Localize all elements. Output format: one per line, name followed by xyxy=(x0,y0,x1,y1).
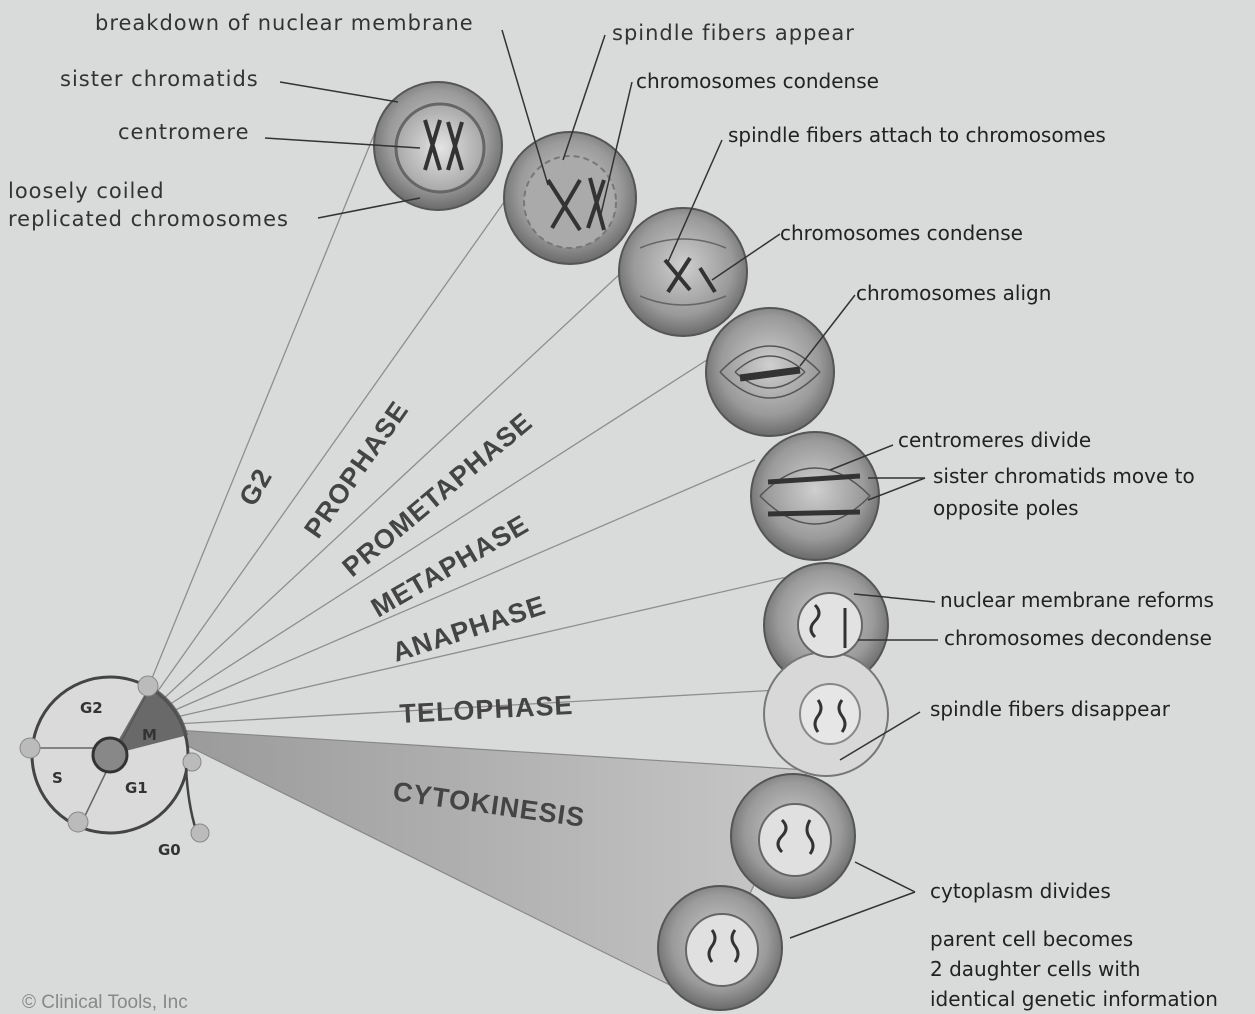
label-loosely-coiled: loosely coiled xyxy=(8,179,165,203)
label-chromosomes-align: chromosomes align xyxy=(856,281,1051,305)
label-centromere: centromere xyxy=(118,120,250,144)
label-chromosomes-condense-2: chromosomes condense xyxy=(780,221,1023,245)
cycle-m: M xyxy=(142,726,157,744)
label-chromosomes-condense-1: chromosomes condense xyxy=(636,69,879,93)
label-spindle-fibers-disappear: spindle fibers disappear xyxy=(930,697,1171,721)
label-sister-chromatids-move: sister chromatids move to xyxy=(933,464,1195,488)
phase-g2: G2 xyxy=(233,463,278,511)
label-spindle-fibers-attach: spindle fibers attach to chromosomes xyxy=(728,123,1106,147)
label-opposite-poles: opposite poles xyxy=(933,496,1079,520)
label-spindle-fibers-appear: spindle fibers appear xyxy=(612,21,855,45)
cell-cycle-wheel: G2 M S G1 G0 xyxy=(20,676,209,859)
label-breakdown-nuclear-membrane: breakdown of nuclear membrane xyxy=(95,11,474,35)
phase-telophase: TELOPHASE xyxy=(399,690,574,729)
label-chromosomes-decondense: chromosomes decondense xyxy=(944,626,1212,650)
label-sister-chromatids: sister chromatids xyxy=(60,67,259,91)
label-nuclear-membrane-reforms: nuclear membrane reforms xyxy=(940,588,1214,612)
label-cytoplasm-divides: cytoplasm divides xyxy=(930,879,1111,903)
cell-metaphase xyxy=(706,308,834,436)
cell-anaphase xyxy=(751,432,879,560)
label-replicated-chromosomes: replicated chromosomes xyxy=(8,207,289,231)
label-parent-cell-1: parent cell becomes xyxy=(930,927,1133,951)
cycle-g0: G0 xyxy=(158,841,181,859)
label-parent-cell-3: identical genetic information xyxy=(930,987,1218,1011)
label-parent-cell-2: 2 daughter cells with xyxy=(930,957,1140,981)
cell-cytokinesis-upper xyxy=(731,774,855,898)
cell-cytokinesis-lower xyxy=(658,886,782,1010)
cycle-s: S xyxy=(52,769,63,787)
copyright-notice: © Clinical Tools, Inc xyxy=(22,992,188,1013)
label-centromeres-divide: centromeres divide xyxy=(898,428,1091,452)
cycle-g1: G1 xyxy=(125,779,148,797)
cycle-g2: G2 xyxy=(80,699,103,717)
